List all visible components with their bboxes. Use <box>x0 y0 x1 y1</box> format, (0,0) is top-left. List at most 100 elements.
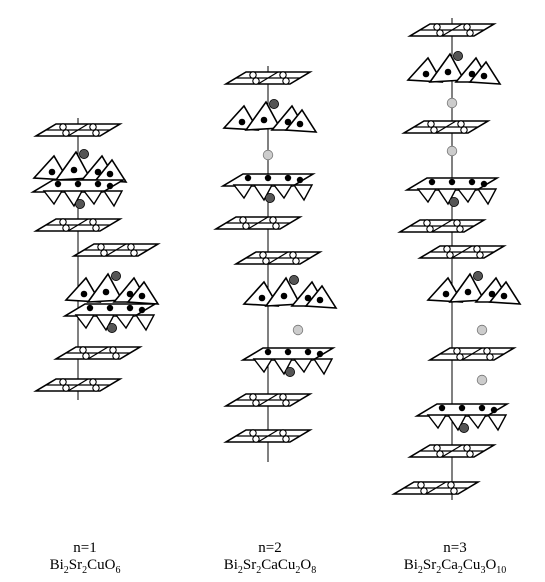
cu-polyhedron <box>426 414 448 430</box>
n-label-3: n=3 <box>443 540 467 556</box>
cu-polyhedron <box>232 184 254 200</box>
cuo2-layer <box>240 347 336 377</box>
copper-atom <box>304 294 312 302</box>
cuo2-inner-layer <box>401 120 491 134</box>
layer-line-v <box>87 346 109 360</box>
strontium-atom <box>107 322 118 333</box>
strontium-atom <box>75 198 86 209</box>
copper-atom <box>464 288 472 296</box>
oxygen-atom <box>89 378 97 386</box>
oxygen-atom <box>100 249 108 257</box>
layer-line-v <box>257 393 279 407</box>
cu-polyhedron <box>102 190 124 208</box>
copper-atom <box>280 292 288 300</box>
oxygen-atom <box>460 126 468 134</box>
cu-polyhedron <box>448 272 486 303</box>
oxygen-atom <box>62 224 70 232</box>
cu-polyhedron <box>252 184 274 202</box>
oxygen-atom <box>446 251 454 259</box>
copper-atom <box>284 174 292 182</box>
cu-polyhedron <box>456 188 478 204</box>
copper-atom <box>284 118 292 126</box>
copper-atom <box>126 304 134 312</box>
copper-atom <box>138 306 146 314</box>
sro-layer <box>407 444 497 458</box>
layer-line-v <box>67 218 89 232</box>
oxygen-atom <box>97 243 105 251</box>
cu-polyhedron <box>62 190 84 208</box>
layer-line-v <box>67 123 89 137</box>
bio-layer <box>233 251 323 265</box>
oxygen-atom <box>292 257 300 265</box>
strontium-atom <box>472 270 483 281</box>
cu-polyhedron <box>134 314 156 332</box>
copper-atom <box>478 404 486 412</box>
copper-atom <box>54 180 62 188</box>
bio-layer <box>223 429 313 443</box>
bio-layer <box>33 378 123 392</box>
oxygen-atom <box>130 249 138 257</box>
oxygen-atom <box>62 384 70 392</box>
layer-line-v <box>257 71 279 85</box>
copper-atom <box>422 70 430 78</box>
copper-atom <box>428 178 436 186</box>
copper-atom <box>304 348 312 356</box>
layer-line-v <box>425 481 447 495</box>
oxygen-atom <box>272 222 280 230</box>
bio-layer <box>391 481 481 495</box>
cu-polyhedron <box>86 272 124 303</box>
oxygen-atom <box>62 129 70 137</box>
layer-line-v <box>267 251 289 265</box>
oxygen-atom <box>249 71 257 79</box>
bio-layer <box>33 123 123 137</box>
layer-line-v <box>257 429 279 443</box>
cu-polyhedra-upper <box>406 51 502 85</box>
cu-polyhedron <box>252 358 274 374</box>
copper-atom <box>442 290 450 298</box>
oxygen-atom <box>242 222 250 230</box>
oxygen-atom <box>466 29 474 37</box>
oxygen-atom <box>443 245 451 253</box>
calcium-atom <box>476 374 488 386</box>
bio-layer <box>71 243 161 257</box>
oxygen-atom <box>450 487 458 495</box>
strontium-atom <box>79 148 90 159</box>
layer-line-v <box>441 444 463 458</box>
oxygen-atom <box>433 23 441 31</box>
sro-layer <box>213 216 303 230</box>
copper-atom <box>284 348 292 356</box>
oxygen-atom <box>109 346 117 354</box>
copper-atom <box>500 292 508 300</box>
copper-atom <box>264 174 272 182</box>
cu-polyhedra-upper <box>222 99 318 133</box>
copper-atom <box>448 178 456 186</box>
strontium-atom <box>264 192 275 203</box>
layer-line-v <box>435 120 457 134</box>
oxygen-atom <box>473 245 481 253</box>
oxygen-atom <box>447 481 455 489</box>
copper-atom <box>80 290 88 298</box>
cu-polyhedron <box>264 276 302 307</box>
oxygen-atom <box>426 225 434 233</box>
copper-atom <box>138 292 146 300</box>
copper-atom <box>264 348 272 356</box>
oxygen-atom <box>463 23 471 31</box>
copper-atom <box>316 350 324 358</box>
cuo2-layer <box>62 303 158 333</box>
copper-atom <box>238 118 246 126</box>
oxygen-atom <box>456 353 464 361</box>
formula-3: Bi2Sr2Ca2Cu3O10 <box>403 557 507 576</box>
copper-atom <box>260 116 268 124</box>
cu-polyhedron <box>272 358 294 376</box>
caption-n2: n=2 Bi2Sr2CaCu2O8 <box>190 540 350 576</box>
cuo2-layer <box>414 403 510 433</box>
strontium-atom <box>111 270 122 281</box>
oxygen-atom <box>59 378 67 386</box>
bio-layer <box>417 245 507 259</box>
cuo2-layer <box>30 179 126 209</box>
oxygen-atom <box>282 399 290 407</box>
oxygen-atom <box>483 347 491 355</box>
copper-atom <box>48 168 56 176</box>
cu-polyhedra-upper <box>32 148 128 183</box>
